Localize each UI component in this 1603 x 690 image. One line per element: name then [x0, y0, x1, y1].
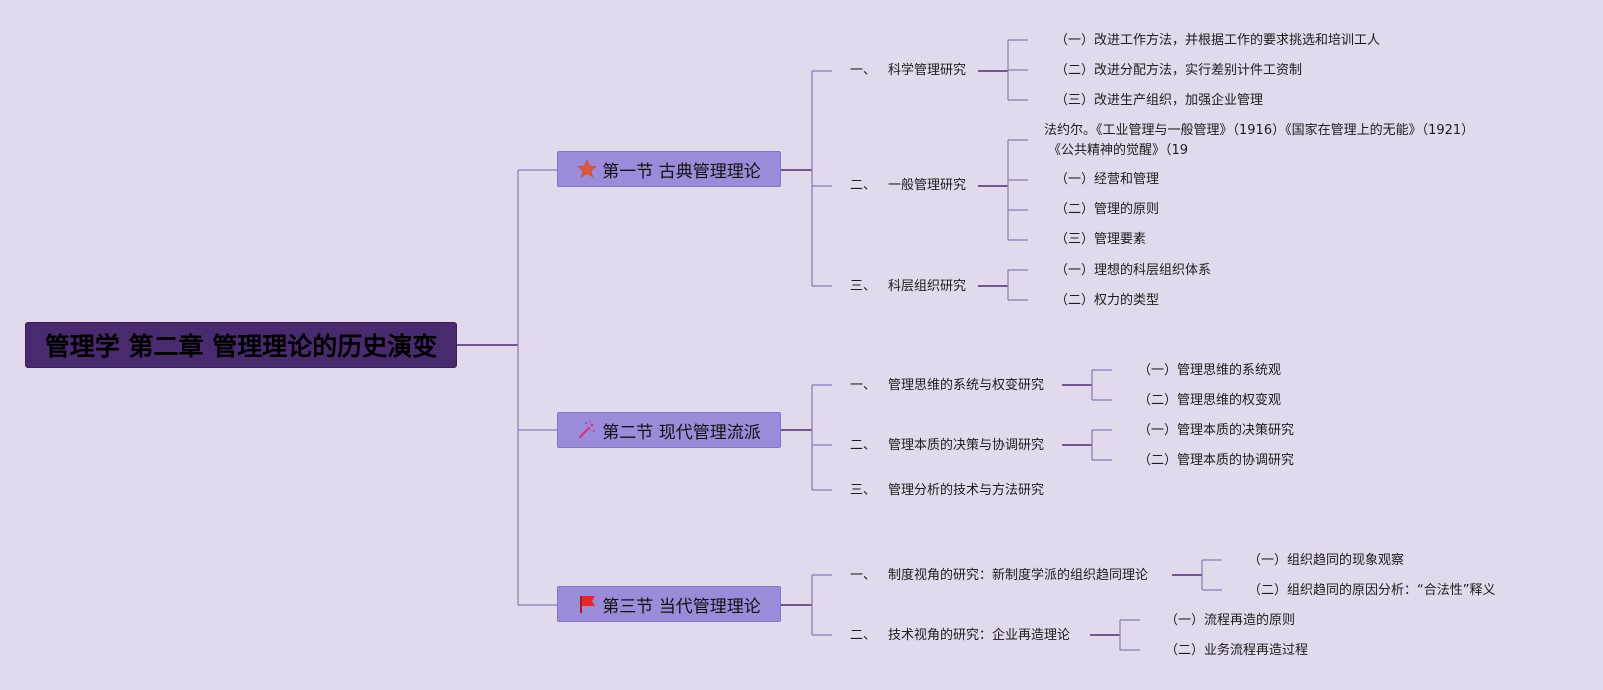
section-classical[interactable]: 第一节 古典管理理论: [557, 151, 781, 187]
topic-general-management[interactable]: 二、一般管理研究: [850, 177, 966, 195]
subtopic[interactable]: （一）管理本质的决策研究: [1138, 423, 1295, 438]
topic-number: 一、: [850, 378, 877, 393]
topic-reengineering[interactable]: 二、技术视角的研究：企业再造理论: [850, 627, 1070, 645]
section-title: 第一节 古典管理理论: [602, 161, 761, 182]
topic-number: 二、: [850, 178, 877, 193]
subtopic[interactable]: （二）组织趋同的原因分析：“合法性”释义: [1248, 583, 1496, 598]
topic-number: 一、: [850, 63, 877, 78]
subtopic[interactable]: （一）改进工作方法，并根据工作的要求挑选和培训工人: [1055, 33, 1381, 48]
subtopic[interactable]: （二）权力的类型: [1055, 293, 1160, 308]
topic-techniques-methods[interactable]: 三、管理分析的技术与方法研究: [850, 482, 1044, 500]
red-flag-icon: [577, 594, 597, 614]
subtopic[interactable]: （一）经营和管理: [1055, 172, 1160, 187]
note-line[interactable]: 法约尔。《工业管理与一般管理》（1916）《国家在管理上的无能》（1921）: [1044, 123, 1475, 138]
subtopic[interactable]: （二）业务流程再造过程: [1165, 643, 1309, 658]
note-line[interactable]: 《公共精神的觉醒》（19: [1048, 143, 1189, 158]
topic-number: 三、: [850, 483, 877, 498]
topic-label: 管理本质的决策与协调研究: [888, 438, 1045, 453]
topic-bureaucracy[interactable]: 三、科层组织研究: [850, 278, 966, 296]
subtopic[interactable]: （一）流程再造的原则: [1165, 613, 1296, 628]
magic-wand-icon: [577, 420, 597, 440]
subtopic[interactable]: （一）组织趋同的现象观察: [1248, 553, 1405, 568]
topic-label: 科层组织研究: [888, 279, 967, 294]
subtopic[interactable]: （三）管理要素: [1055, 232, 1147, 247]
topic-number: 二、: [850, 628, 877, 643]
root-topic[interactable]: 管理学 第二章 管理理论的历史演变: [25, 322, 457, 368]
subtopic[interactable]: （二）管理本质的协调研究: [1138, 453, 1295, 468]
section-title: 第三节 当代管理理论: [602, 596, 761, 617]
topic-label: 制度视角的研究：新制度学派的组织趋同理论: [888, 568, 1149, 583]
topic-institutional[interactable]: 一、制度视角的研究：新制度学派的组织趋同理论: [850, 567, 1148, 585]
star-icon: [577, 159, 598, 179]
topic-label: 科学管理研究: [888, 63, 967, 78]
section-modern[interactable]: 第二节 现代管理流派: [557, 412, 781, 448]
topic-number: 三、: [850, 279, 877, 294]
topic-label: 管理思维的系统与权变研究: [888, 378, 1045, 393]
subtopic[interactable]: （二）管理思维的权变观: [1138, 393, 1282, 408]
topic-decision-coordination[interactable]: 二、管理本质的决策与协调研究: [850, 437, 1044, 455]
topic-scientific-management[interactable]: 一、科学管理研究: [850, 62, 966, 80]
topic-label: 一般管理研究: [888, 178, 967, 193]
section-contemporary[interactable]: 第三节 当代管理理论: [557, 586, 781, 622]
topic-systems-contingency[interactable]: 一、管理思维的系统与权变研究: [850, 377, 1044, 395]
subtopic[interactable]: （一）管理思维的系统观: [1138, 363, 1282, 378]
topic-number: 一、: [850, 568, 877, 583]
topic-label: 技术视角的研究：企业再造理论: [888, 628, 1071, 643]
subtopic[interactable]: （三）改进生产组织，加强企业管理: [1055, 93, 1264, 108]
subtopic[interactable]: （二）管理的原则: [1055, 202, 1160, 217]
topic-number: 二、: [850, 438, 877, 453]
section-title: 第二节 现代管理流派: [602, 422, 761, 443]
topic-label: 管理分析的技术与方法研究: [888, 483, 1045, 498]
subtopic[interactable]: （一）理想的科层组织体系: [1055, 263, 1212, 278]
subtopic[interactable]: （二）改进分配方法，实行差别计件工资制: [1055, 63, 1303, 78]
